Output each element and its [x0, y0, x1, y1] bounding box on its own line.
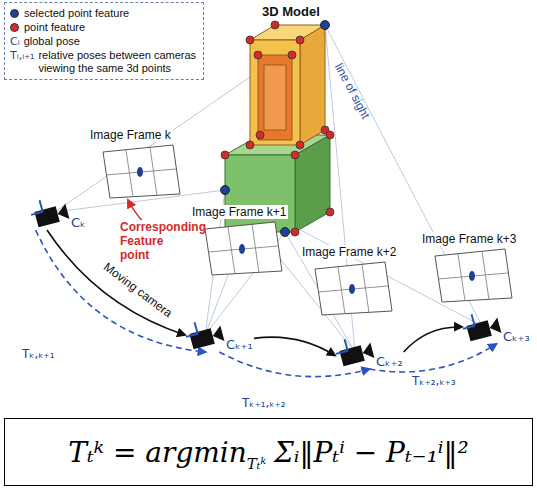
image-frame	[190, 219, 290, 277]
formula-lhs: Tₜᵏ = argmin	[68, 436, 247, 469]
model-title: 3D Model	[262, 4, 320, 19]
legend-row: Cᵢ global pose	[10, 35, 198, 48]
pose-label: Cₖ₊₁	[225, 337, 254, 352]
edge-label: Tₖ₊₂,ₖ₊₃	[410, 374, 458, 388]
formula-box: Tₜᵏ = argminTₜᵏ Σᵢ‖Pₜⁱ − Pₜ₋₁ⁱ‖²	[4, 418, 533, 486]
camera-icon	[462, 310, 502, 344]
camera-icon	[185, 318, 225, 352]
edge-label: Tₖ,ₖ₊₁	[20, 347, 57, 361]
legend-box: selected point featurepoint featureCᵢglo…	[4, 2, 204, 80]
relative-pose-arrow	[369, 344, 496, 372]
image-frame	[300, 259, 400, 317]
edge-label: Tₖ₊₁,ₖ₊₂	[240, 396, 288, 410]
pose-label: Cₖ₊₃	[502, 329, 531, 344]
frame-label: Image Frame k+1	[190, 205, 288, 219]
motion-arrow	[254, 337, 335, 355]
point-features	[221, 21, 334, 236]
legend-swatch	[10, 9, 19, 18]
legend-symbol: Cᵢ	[10, 35, 20, 48]
formula-sum: Σᵢ‖Pₜⁱ − Pₜ₋₁ⁱ‖²	[274, 436, 469, 469]
image-frame: Image Frame k+2	[300, 245, 400, 317]
legend-text: point feature	[24, 21, 85, 34]
formula-subscript: Tₜᵏ	[247, 455, 266, 473]
camera-icon	[30, 196, 70, 230]
camera: Cₖ₊₂	[335, 335, 404, 369]
edge-label: Moving camera	[99, 259, 176, 322]
legend-row: selected point feature	[10, 7, 198, 20]
legend-row: Tᵢ,ᵢ₊₁ relative poses between cameras vie…	[10, 49, 198, 75]
pose-label: Cₖ₊₂	[375, 354, 404, 369]
image-frame	[420, 246, 520, 304]
edge-label: Corresponding Feature point	[118, 220, 194, 262]
camera: Cₖ₊₃	[462, 310, 531, 344]
motion-arrow	[404, 327, 462, 352]
legend-text: selected point feature	[24, 7, 129, 20]
image-frame: Image Frame k	[88, 128, 188, 200]
frame-label: Image Frame k+2	[300, 245, 398, 259]
legend-text: relative poses between cameras viewing t…	[38, 49, 198, 75]
frame-label: Image Frame k	[88, 128, 173, 142]
image-frame: Image Frame k+1	[190, 205, 290, 277]
legend-row: point feature	[10, 21, 198, 34]
frame-label: Image Frame k+3	[420, 232, 518, 246]
legend-swatch	[10, 23, 19, 32]
pose-label: Cₖ	[70, 215, 87, 230]
camera: Cₖ	[30, 196, 87, 230]
legend-symbol: Tᵢ,ᵢ₊₁	[10, 49, 34, 62]
image-frame: Image Frame k+3	[420, 232, 520, 304]
camera-icon	[335, 335, 375, 369]
orange-tower	[250, 25, 325, 145]
annotation: line of sight	[332, 61, 373, 121]
camera: Cₖ₊₁	[185, 318, 254, 352]
legend-text: global pose	[24, 35, 80, 48]
image-frame	[88, 142, 188, 200]
